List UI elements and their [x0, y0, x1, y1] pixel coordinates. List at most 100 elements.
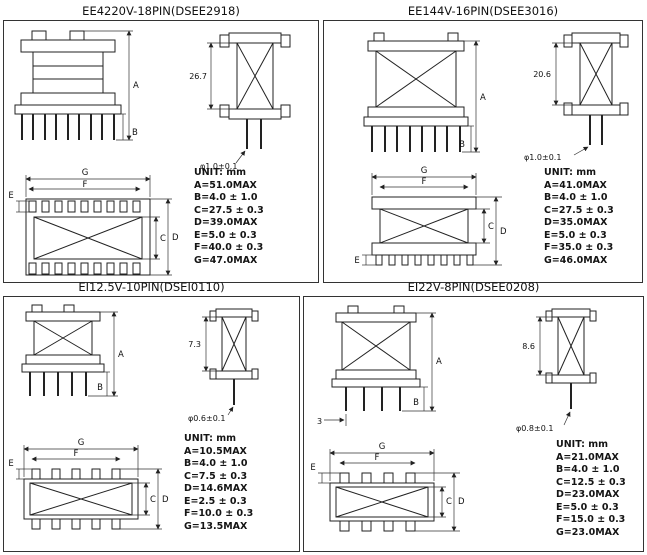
dim-label-f: F — [422, 177, 427, 187]
front-view: A B 3 — [317, 305, 442, 426]
panel-ee4220v: EE4220V-18PIN(DSEE2918) — [3, 4, 319, 283]
dim-label-e: E — [8, 459, 13, 469]
spec-line-c: C=27.5 ± 0.3 — [544, 204, 614, 216]
front-view: A B — [363, 32, 486, 153]
spec-block: UNIT: mm A=51.0MAX B=4.0 ± 1.0 C=27.5 ± … — [194, 167, 264, 267]
spec-line-b: B=4.0 ± 1.0 — [184, 458, 248, 469]
spec-line-c: C=12.5 ± 0.3 — [556, 476, 626, 488]
top-pin-pads — [28, 200, 141, 213]
front-view: A B — [21, 304, 124, 397]
spec-line-d: D=23.0MAX — [556, 489, 620, 500]
spec-line-e: E=5.0 ± 0.3 — [544, 229, 607, 241]
dim-label-b: B — [413, 398, 419, 408]
side-view: 26.7 φ1.0±0.1 — [189, 32, 291, 171]
front-pins — [371, 126, 461, 152]
spec-line-b: B=4.0 ± 1.0 — [544, 192, 608, 203]
panel-title: EI22V-8PIN(DSEE0208) — [407, 280, 540, 294]
dim-label-e: E — [354, 256, 359, 266]
drawing-ei125v: A B 7.3 — [8, 304, 259, 530]
spec-line-e: E=5.0 ± 0.3 — [556, 501, 619, 513]
spec-line-b: B=4.0 ± 1.0 — [556, 464, 620, 475]
top-view: G F — [354, 166, 507, 266]
spec-line-b: B=4.0 ± 1.0 — [194, 192, 258, 203]
dim-label-a: A — [436, 357, 442, 367]
front-pins — [21, 114, 115, 140]
pin-diameter-label: φ1.0±0.1 — [200, 162, 237, 171]
spec-block: UNIT: mm A=10.5MAX B=4.0 ± 1.0 C=7.5 ± 0… — [184, 433, 253, 533]
drawing-ee144v: A B 20.6 — [354, 32, 629, 266]
dim-label-d: D — [172, 233, 179, 243]
dim-label-a: A — [133, 81, 139, 91]
spec-line-a: A=51.0MAX — [194, 179, 257, 191]
dim-label-b: B — [97, 383, 103, 393]
bottom-pin-pads — [28, 262, 141, 275]
side-view: 20.6 φ1.0±0.1 — [524, 32, 629, 162]
dim-label-c: C — [488, 222, 494, 232]
dim-label-c: C — [150, 495, 156, 505]
drawing-ei22v: A B 3 — [310, 305, 597, 532]
front-view: A B — [14, 30, 139, 141]
top-view: G F E — [310, 442, 465, 532]
spec-block: UNIT: mm A=21.0MAX B=4.0 ± 1.0 C=12.5 ± … — [556, 439, 626, 539]
panel-box: A B 20.6 — [323, 20, 643, 283]
spec-line-e: E=5.0 ± 0.3 — [194, 229, 257, 241]
spec-line-a: A=41.0MAX — [544, 179, 607, 191]
top-view: G F — [8, 438, 169, 530]
unit-label: UNIT: mm — [556, 439, 609, 450]
panel-box: A B 26.7 — [3, 20, 319, 283]
side-dim-label: 26.7 — [189, 72, 207, 81]
pin-diameter-label: φ0.8±0.1 — [516, 424, 553, 433]
dim-label-c: C — [446, 497, 452, 507]
side-dim-label: 7.3 — [188, 340, 201, 349]
unit-label: UNIT: mm — [184, 433, 237, 444]
panel-title: EI12.5V-10PIN(DSEI0110) — [78, 280, 225, 294]
dim-label-a: A — [118, 350, 124, 360]
spec-line-f: F=40.0 ± 0.3 — [194, 242, 264, 253]
panel-ei125v: EI12.5V-10PIN(DSEI0110) — [3, 280, 300, 552]
unit-label: UNIT: mm — [544, 167, 597, 178]
spec-line-f: F=35.0 ± 0.3 — [544, 242, 614, 253]
top-view: G F — [8, 168, 179, 276]
spec-line-g: G=47.0MAX — [194, 254, 258, 266]
dim-label-d: D — [458, 497, 465, 507]
panel-ee144v: EE144V-16PIN(DSEE3016) — [323, 4, 643, 283]
top-pin-pads — [339, 472, 416, 484]
panel-box: A B 3 — [303, 296, 644, 552]
spec-block: UNIT: mm A=41.0MAX B=4.0 ± 1.0 C=27.5 ± … — [544, 167, 614, 267]
bottom-pin-pads — [339, 520, 416, 532]
front-pins — [29, 372, 87, 396]
bottom-pin-pads — [375, 254, 474, 266]
spec-line-g: G=46.0MAX — [544, 254, 608, 266]
pin-diameter-label: φ1.0±0.1 — [524, 153, 561, 162]
panel-title: EE4220V-18PIN(DSEE2918) — [82, 4, 240, 18]
dim-label-f: F — [375, 453, 380, 463]
dim-label-f: F — [83, 180, 88, 190]
panel-title: EE144V-16PIN(DSEE3016) — [407, 4, 559, 18]
pitch-dim-label: 3 — [317, 417, 322, 426]
side-view: 7.3 φ0.6±0.1 — [188, 308, 259, 423]
dim-label-g: G — [78, 438, 85, 448]
spec-line-g: G=13.5MAX — [184, 520, 248, 532]
side-dim-label: 20.6 — [533, 70, 551, 79]
unit-label: UNIT: mm — [194, 167, 247, 178]
drawing-ee4220v: A B 26.7 — [8, 30, 291, 276]
dim-label-e: E — [310, 463, 315, 473]
dim-label-c: C — [160, 234, 166, 244]
spec-line-e: E=2.5 ± 0.3 — [184, 495, 247, 507]
spec-line-d: D=39.0MAX — [194, 217, 258, 228]
dim-label-b: B — [459, 140, 465, 150]
dim-label-a: A — [480, 93, 486, 103]
side-view: 8.6 φ0.8±0.1 — [516, 308, 597, 433]
dim-label-b: B — [132, 128, 138, 138]
dim-label-g: G — [82, 168, 89, 178]
front-pins — [345, 387, 401, 411]
top-pin-pads — [31, 468, 121, 480]
dim-label-g: G — [379, 442, 386, 452]
pin-diameter-label: φ0.6±0.1 — [188, 414, 225, 423]
panel-box: A B 7.3 — [3, 296, 300, 552]
bottom-pin-pads — [31, 518, 121, 530]
spec-line-f: F=10.0 ± 0.3 — [184, 508, 254, 519]
spec-line-d: D=35.0MAX — [544, 217, 608, 228]
spec-line-f: F=15.0 ± 0.3 — [556, 514, 626, 525]
